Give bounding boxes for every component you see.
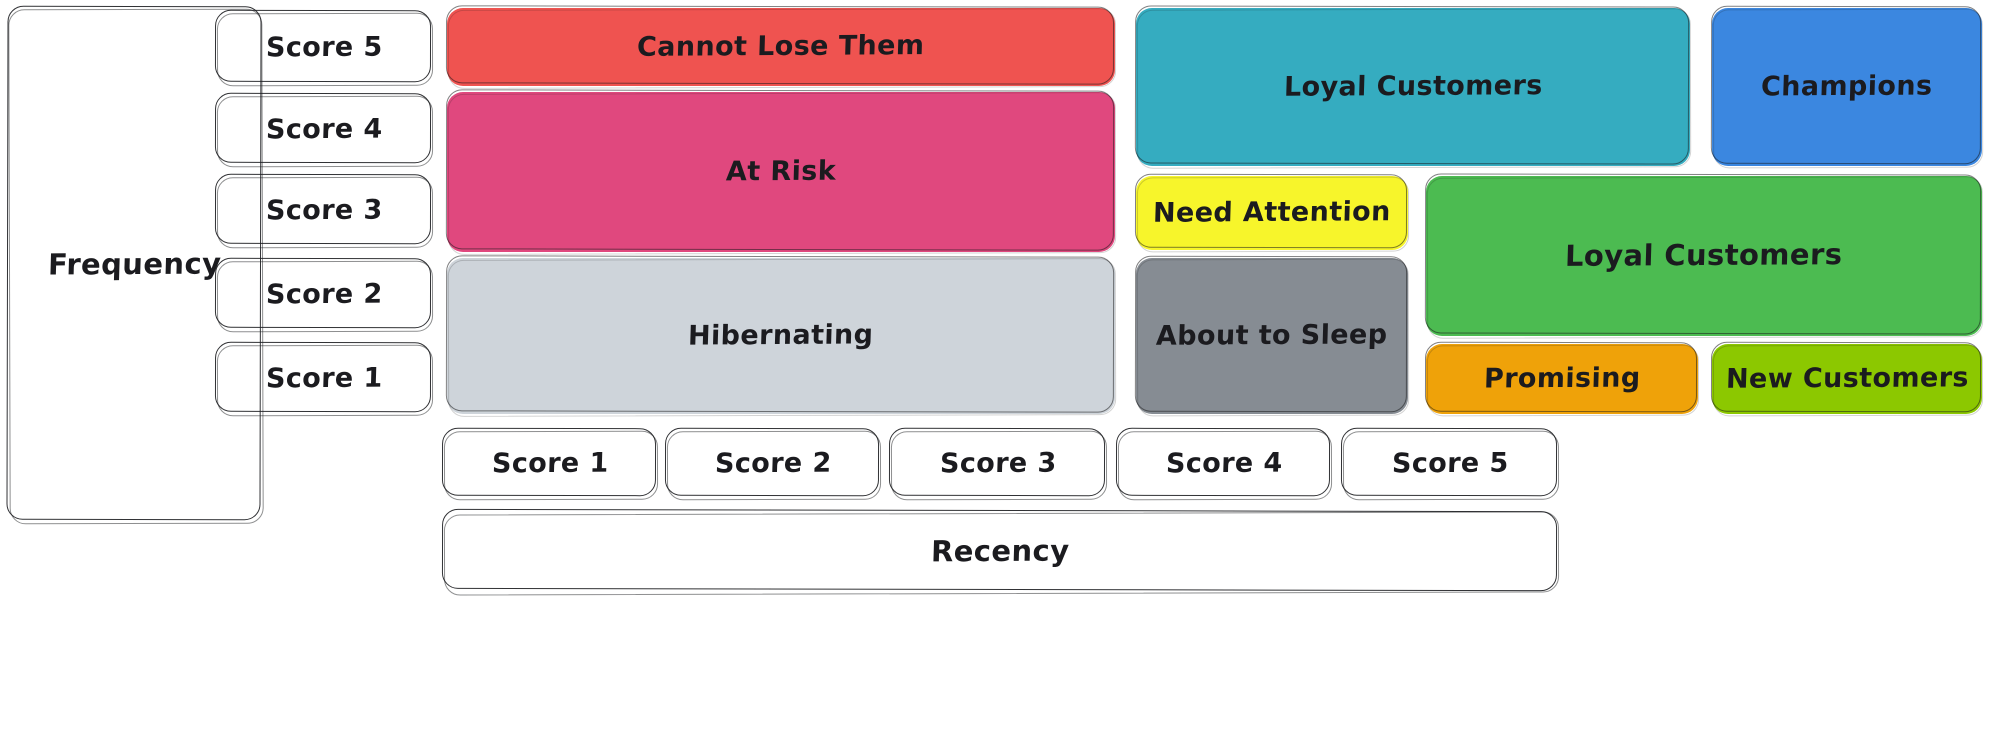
segment-label: New Customers (1725, 362, 1969, 395)
frequency-axis-label-text: Frequency (47, 246, 223, 282)
segment-label: Champions (1760, 70, 1934, 103)
recency-tick-score-1[interactable]: Score 1 (443, 430, 657, 498)
frequency-tick-score-4[interactable]: Score 4 (216, 95, 432, 165)
recency-tick-score-3[interactable]: Score 3 (890, 430, 1106, 498)
frequency-tick-label: Score 3 (265, 194, 383, 227)
segment-label: Promising (1483, 362, 1641, 395)
frequency-tick-label: Score 5 (265, 31, 383, 64)
segment-fill (1712, 8, 1982, 166)
recency-tick-label: Score 3 (939, 447, 1057, 480)
segment-about-to-sleep[interactable]: About to Sleep (1136, 258, 1408, 414)
segment-fill (447, 8, 1115, 86)
segment-label: Cannot Lose Them (636, 30, 926, 64)
segment-fill (447, 92, 1115, 252)
segment-loyal-customers-teal[interactable]: Loyal Customers (1136, 8, 1690, 166)
segment-label: At Risk (725, 155, 837, 188)
segment-need-attention[interactable]: Need Attention (1136, 176, 1408, 250)
segment-fill (447, 258, 1115, 414)
segment-label: Loyal Customers (1283, 70, 1543, 103)
frequency-tick-label: Score 2 (265, 278, 383, 311)
segment-fill (1712, 344, 1982, 414)
segment-fill (1426, 344, 1698, 414)
recency-axis-label: Recency (443, 512, 1558, 592)
segment-cannot-lose-them[interactable]: Cannot Lose Them (447, 8, 1115, 86)
recency-axis-label-text: Recency (930, 533, 1071, 569)
frequency-axis-label: Frequency (8, 8, 262, 522)
frequency-tick-score-3[interactable]: Score 3 (216, 176, 432, 246)
recency-tick-label: Score 5 (1391, 447, 1509, 480)
segment-label: Loyal Customers (1564, 237, 1844, 273)
frequency-tick-score-5[interactable]: Score 5 (216, 12, 432, 84)
frequency-tick-score-2[interactable]: Score 2 (216, 260, 432, 330)
segment-fill (1136, 258, 1408, 414)
frequency-tick-label: Score 1 (265, 362, 383, 395)
segment-fill (1426, 176, 1982, 336)
frequency-tick-score-1[interactable]: Score 1 (216, 344, 432, 414)
recency-tick-label: Score 1 (491, 447, 609, 480)
segment-new-customers[interactable]: New Customers (1712, 344, 1982, 414)
segment-label: Hibernating (687, 319, 875, 352)
recency-tick-label: Score 4 (1165, 447, 1283, 480)
segment-loyal-customers-green[interactable]: Loyal Customers (1426, 176, 1982, 336)
segment-promising[interactable]: Promising (1426, 344, 1698, 414)
segment-at-risk[interactable]: At Risk (447, 92, 1115, 252)
segment-label: Need Attention (1152, 196, 1392, 229)
segment-label: About to Sleep (1155, 319, 1389, 352)
segment-fill (1136, 176, 1408, 250)
recency-tick-score-4[interactable]: Score 4 (1117, 430, 1331, 498)
frequency-tick-label: Score 4 (265, 113, 383, 146)
recency-tick-label: Score 2 (714, 447, 832, 480)
segment-fill (1136, 8, 1690, 166)
segment-champions[interactable]: Champions (1712, 8, 1982, 166)
segment-hibernating[interactable]: Hibernating (447, 258, 1115, 414)
recency-tick-score-5[interactable]: Score 5 (1342, 430, 1558, 498)
recency-tick-score-2[interactable]: Score 2 (666, 430, 880, 498)
